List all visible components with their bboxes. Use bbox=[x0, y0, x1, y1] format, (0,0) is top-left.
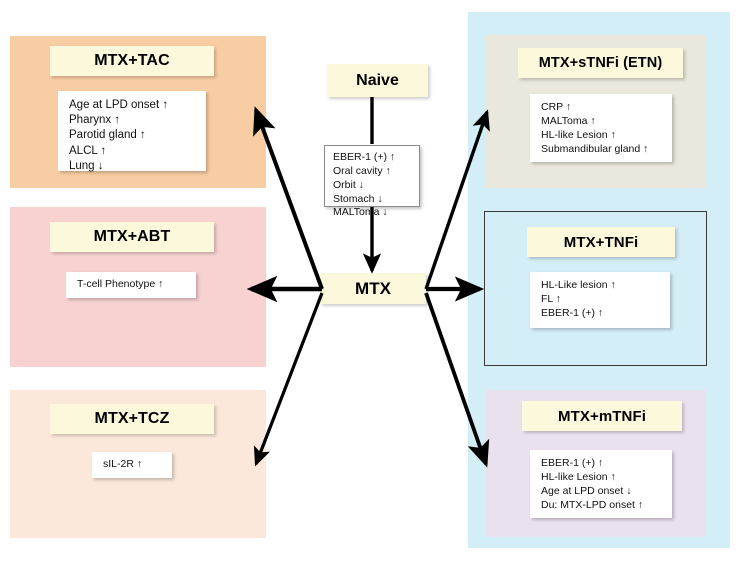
list-item: Orbit ↓ bbox=[333, 178, 364, 191]
list-item: EBER-1 (+) ↑ bbox=[541, 306, 604, 319]
list-mtx-tac: Age at LPD onset ↑ Pharynx ↑ Parotid gla… bbox=[58, 91, 206, 172]
list-item: ALCL ↑ bbox=[69, 144, 107, 157]
list-mtx-stnfi-etn: CRP ↑ MALToma ↑ HL-like Lesion ↑ Submand… bbox=[530, 94, 672, 162]
list-item: Age at LPD onset ↓ bbox=[541, 484, 632, 497]
node-mtx: MTX bbox=[320, 273, 426, 304]
list-item: HL-Like lesion ↑ bbox=[541, 279, 616, 291]
list-item: Submandibular gland ↑ bbox=[541, 142, 649, 155]
list-item: EBER-1 (+) ↑ bbox=[541, 457, 604, 469]
node-naive: Naive bbox=[327, 64, 428, 97]
list-item: T-cell Phenotype ↑ bbox=[77, 278, 164, 291]
list-mtx-abt: T-cell Phenotype ↑ bbox=[66, 272, 196, 298]
list-item: Lung ↓ bbox=[69, 159, 104, 172]
list-item: MALToma ↑ bbox=[541, 114, 596, 127]
list-item: CRP ↑ bbox=[541, 101, 572, 113]
list-item: HL-like Lesion ↑ bbox=[541, 128, 616, 141]
list-mtx-tcz: sIL-2R ↑ bbox=[92, 452, 172, 478]
title-mtx-abt: MTX+ABT bbox=[50, 222, 214, 252]
list-item: EBER-1 (+) ↑ bbox=[333, 151, 396, 163]
list-item: Stomach ↓ bbox=[333, 192, 383, 205]
list-item: Du: MTX-LPD onset ↑ bbox=[541, 498, 644, 511]
title-mtx-mtnfi: MTX+mTNFi bbox=[522, 401, 682, 431]
title-mtx-stnfi-etn: MTX+sTNFi (ETN) bbox=[518, 48, 683, 78]
list-mtx-mtnfi: EBER-1 (+) ↑ HL-like Lesion ↑ Age at LPD… bbox=[530, 450, 672, 518]
list-item: Age at LPD onset ↑ bbox=[69, 99, 169, 111]
list-item: Parotid gland ↑ bbox=[69, 129, 146, 142]
list-mtx-tnfi: HL-Like lesion ↑ FL ↑ EBER-1 (+) ↑ bbox=[530, 272, 670, 328]
list-item: Pharynx ↑ bbox=[69, 114, 121, 127]
title-mtx-tcz: MTX+TCZ bbox=[50, 404, 214, 434]
title-mtx-tnfi: MTX+TNFi bbox=[527, 227, 675, 257]
list-item: FL ↑ bbox=[541, 292, 562, 305]
list-item: MALToma ↓ bbox=[333, 206, 388, 219]
title-mtx-tac: MTX+TAC bbox=[50, 46, 214, 76]
list-naive-to-mtx: EBER-1 (+) ↑ Oral cavity ↑ Orbit ↓ Stoma… bbox=[324, 145, 420, 218]
list-item: HL-like Lesion ↑ bbox=[541, 470, 616, 483]
list-item: sIL-2R ↑ bbox=[103, 458, 143, 471]
list-item: Oral cavity ↑ bbox=[333, 164, 391, 177]
